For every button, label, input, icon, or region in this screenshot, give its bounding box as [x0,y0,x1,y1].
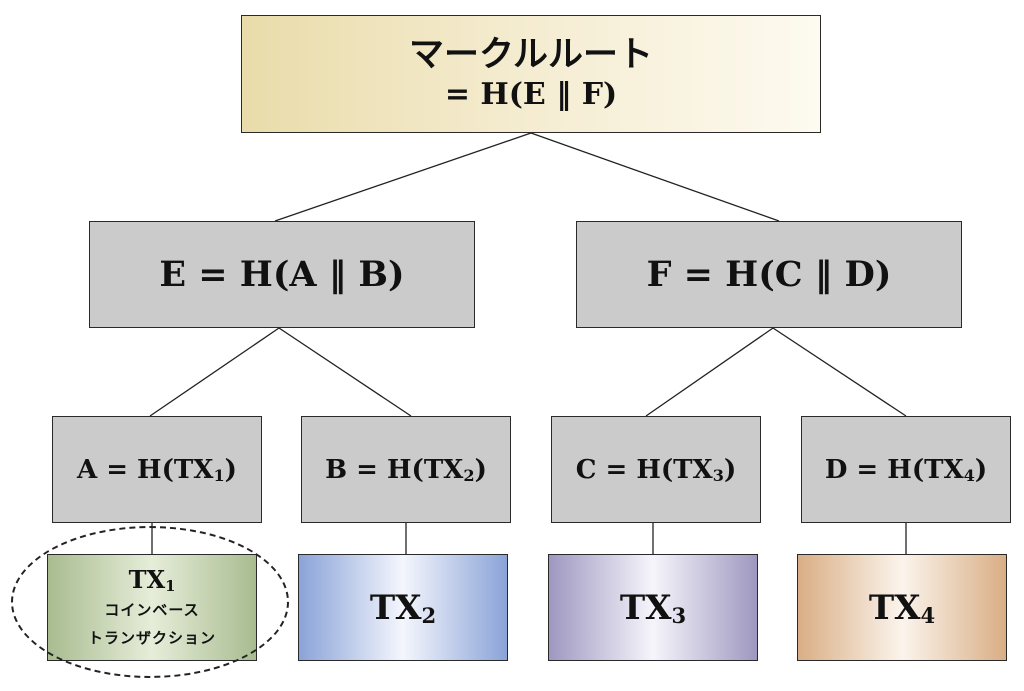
node-c: C = H(TX3) [551,416,761,523]
tx3-label: TX3 [619,587,687,628]
node-a-label: A = H(TX1) [77,454,237,485]
merkle-root-formula: = H(E ‖ F) [444,77,618,112]
tx3-box: TX3 [548,554,758,661]
coinbase-highlight-ellipse [11,526,289,678]
edge-e-b [278,327,412,417]
node-d-label: D = H(TX4) [824,454,988,485]
tx2-label: TX2 [369,587,437,628]
edge-root-f [530,132,780,222]
node-e-label: E = H(A ‖ B) [159,254,405,295]
edge-root-e [274,132,532,222]
tx4-box: TX4 [797,554,1007,661]
edge-e-a [149,327,280,417]
edge-f-c [645,327,774,417]
node-d: D = H(TX4) [801,416,1011,523]
node-b: B = H(TX2) [301,416,511,523]
tx4-label: TX4 [868,587,936,628]
node-a: A = H(TX1) [52,416,262,523]
node-f-label: F = H(C ‖ D) [646,254,892,295]
edge-f-d [772,327,907,417]
node-b-label: B = H(TX2) [325,454,487,485]
node-c-label: C = H(TX3) [575,454,737,485]
tx2-box: TX2 [298,554,508,661]
node-e: E = H(A ‖ B) [89,221,475,328]
node-f: F = H(C ‖ D) [576,221,962,328]
merkle-root-title: マークルルート [409,34,653,75]
merkle-root-node: マークルルート = H(E ‖ F) [241,15,821,133]
